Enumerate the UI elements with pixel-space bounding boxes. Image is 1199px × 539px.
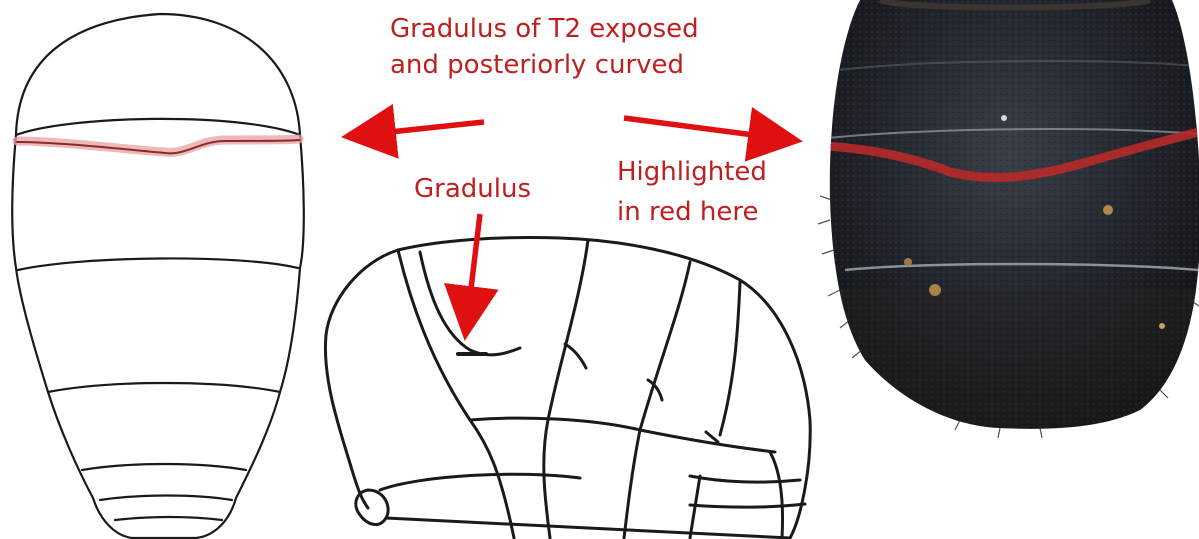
highlight-label-line-1: Highlighted [617,155,767,189]
arrow-to-specimen-photo [624,118,792,140]
title-line-2: and posteriorly curved [390,48,684,82]
arrow-to-lateral-gradulus [466,214,480,330]
gradulus-label: Gradulus [414,172,531,206]
title-line-1: Gradulus of T2 exposed [390,12,699,46]
arrow-to-dorsal-drawing [352,122,484,136]
highlight-label-line-2: in red here [617,195,758,229]
